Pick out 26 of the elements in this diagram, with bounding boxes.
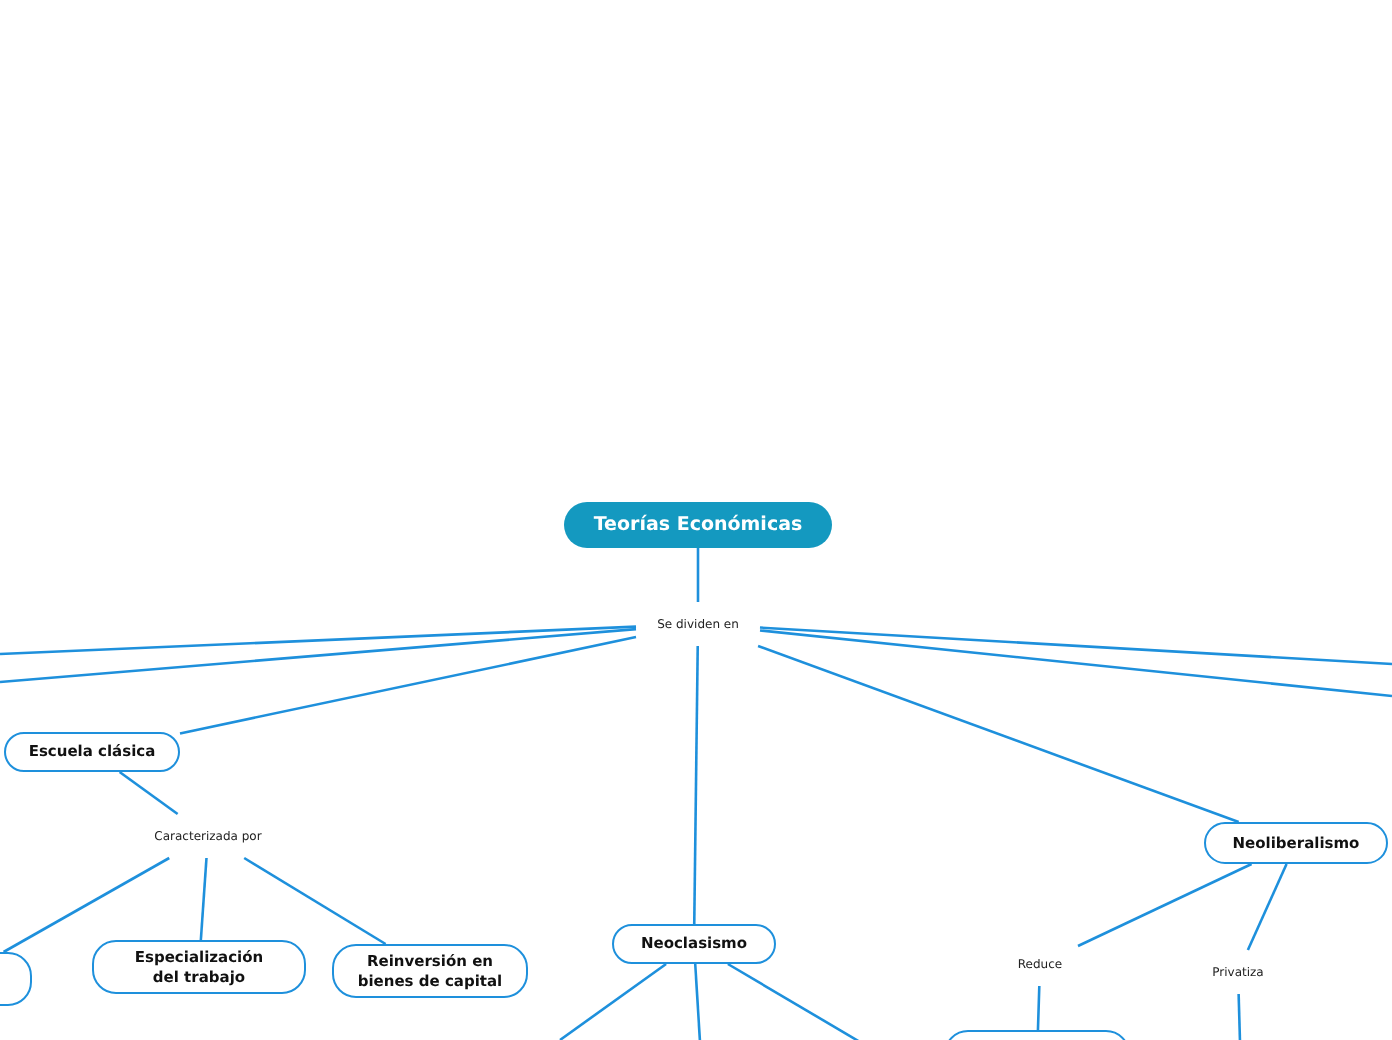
connector-line: [0, 627, 637, 684]
concept-box: [332, 944, 528, 998]
connector-line: [1077, 862, 1253, 948]
connector-line: [199, 857, 208, 941]
connector-line: [1246, 863, 1288, 951]
connector-line: [696, 548, 700, 602]
concept-box: [1204, 822, 1388, 864]
connector-line: [692, 646, 700, 924]
connector-line: [179, 635, 637, 735]
connector-line: [1036, 985, 1041, 1031]
connector-line: [759, 629, 1392, 698]
connector-line: [757, 644, 1240, 824]
concept-box: [4, 732, 180, 772]
concept-box: [612, 924, 776, 964]
connector-line: [693, 963, 702, 1040]
connector-line: [118, 770, 179, 816]
connector-line: [759, 626, 1392, 666]
connector-line: [0, 625, 637, 656]
concept-box: [92, 940, 306, 994]
connector-line: [243, 856, 387, 946]
title-box: [564, 502, 832, 548]
connector-line: [1237, 993, 1242, 1040]
box-label: Teorías Económicas: [593, 514, 803, 536]
connector-line: [727, 962, 861, 1040]
connector-line: [2, 856, 170, 954]
connector-line: [559, 962, 667, 1040]
